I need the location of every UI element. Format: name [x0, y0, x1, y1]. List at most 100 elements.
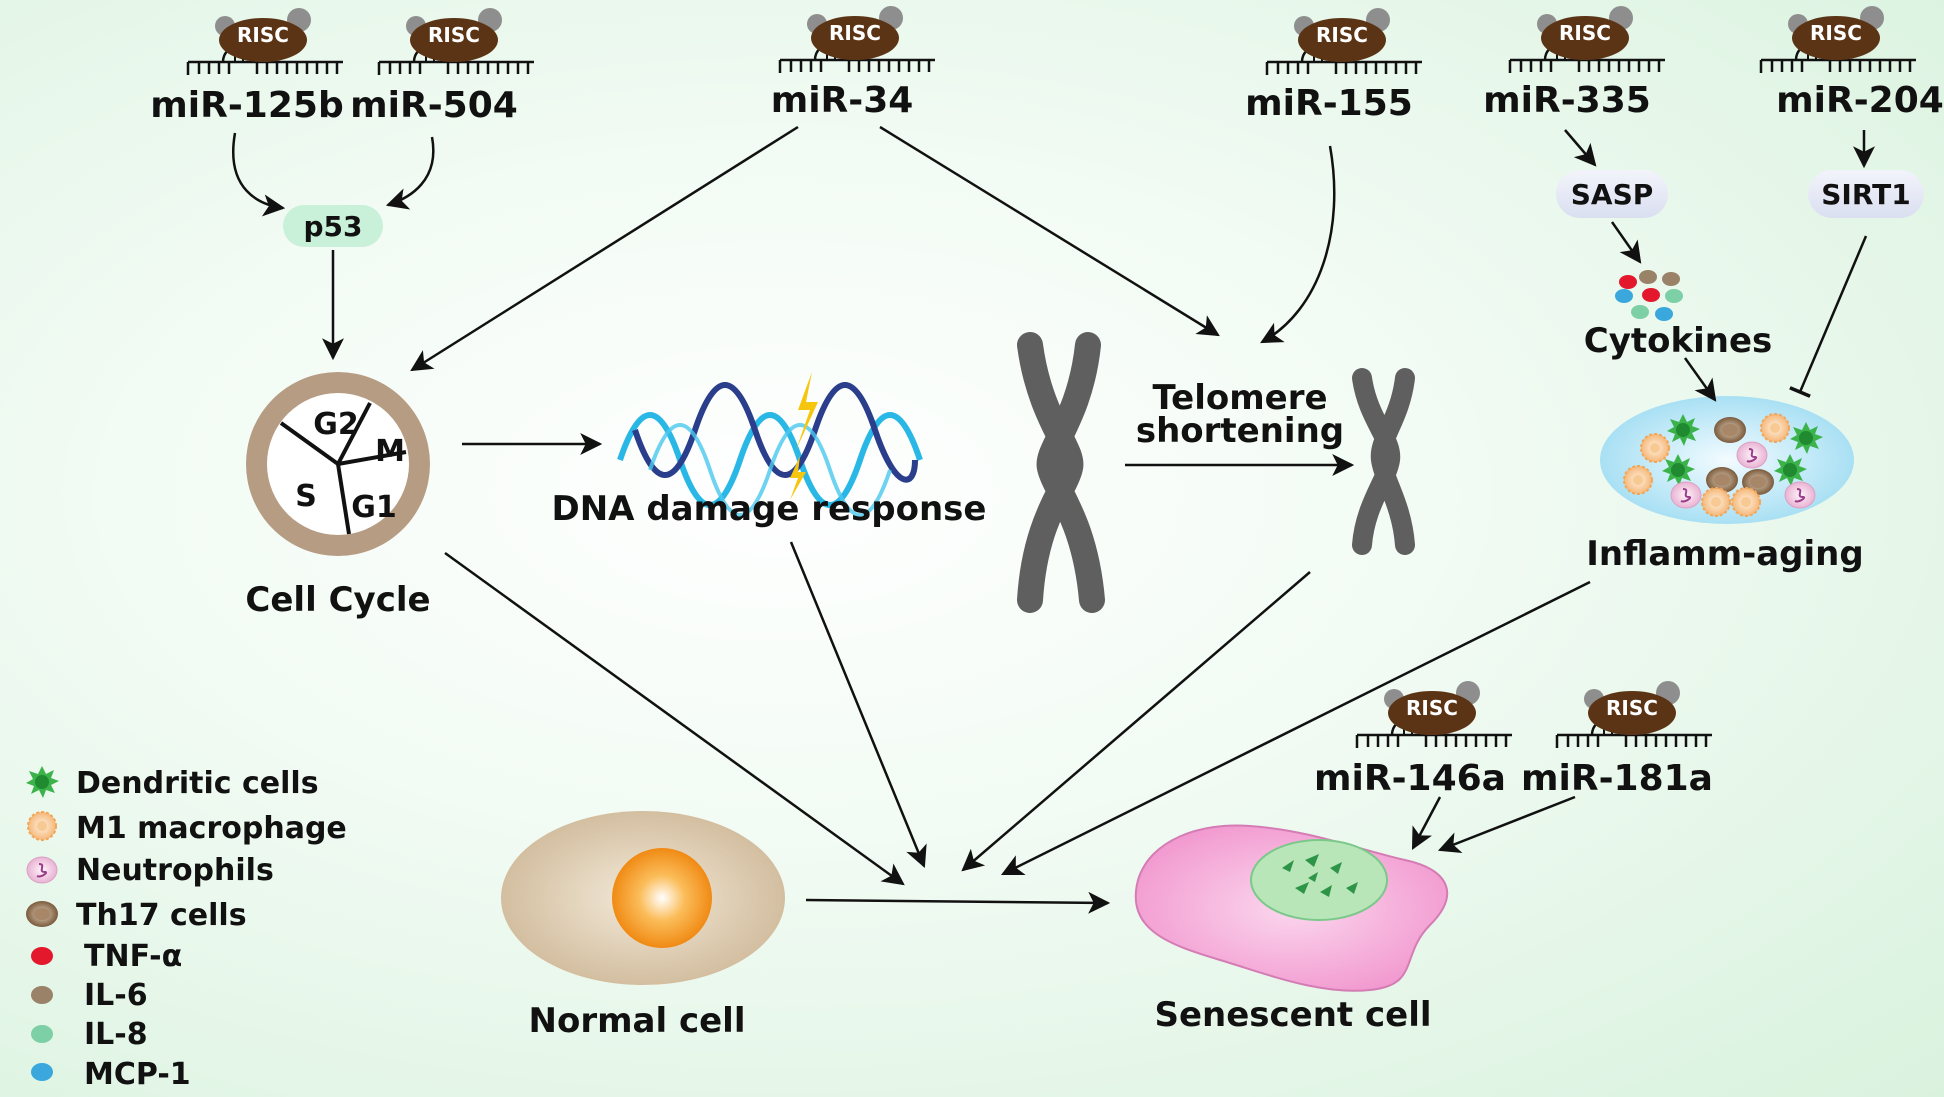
neutrophil-icon: [26, 856, 58, 884]
mirna-335-complex: RISC miR-335: [1483, 4, 1667, 121]
legend-label-th17: Th17 cells: [76, 898, 247, 933]
nucleus-icon: [612, 848, 712, 948]
legend-label-tnf: TNF-α: [84, 939, 182, 974]
neutrophil-icon: [1670, 481, 1702, 509]
macrophage-icon: [1640, 433, 1670, 463]
sasp-node: SASP: [1556, 170, 1668, 218]
arrow-telomere-senescence: [961, 571, 1311, 872]
arrow-mir181a-senescent: [1437, 795, 1576, 854]
legend-label-il6: IL-6: [84, 978, 148, 1013]
phase-s-label: S: [295, 479, 317, 514]
il8-dot-icon: [1631, 305, 1649, 319]
mirna-146a-complex: RISC miR-146a: [1314, 679, 1514, 799]
tnf-alpha-dot-icon: [1642, 288, 1660, 302]
senescent-nucleus-icon: [1250, 839, 1388, 921]
arrows: [232, 125, 1875, 914]
risc-label: RISC: [1606, 696, 1658, 720]
arrow-cellcycle-senescence: [444, 551, 905, 886]
macrophage-icon: [1760, 413, 1790, 443]
legend-label-macrophage: M1 macrophage: [76, 811, 347, 846]
sirt1-label: SIRT1: [1821, 178, 1910, 211]
dna-strand-dark: [632, 382, 918, 483]
mir34-label: miR-34: [771, 80, 914, 121]
mcp1-dot-icon: [31, 1063, 53, 1081]
il6-dot-icon: [1662, 272, 1680, 286]
chromosome-long-icon: [1017, 332, 1105, 613]
mirna-155-complex: RISC miR-155: [1245, 6, 1424, 124]
neutrophil-icon: [1736, 441, 1768, 469]
mir155-label: miR-155: [1245, 83, 1413, 124]
p53-node: p53: [283, 205, 383, 247]
risc-label: RISC: [1810, 21, 1862, 45]
normal-cell-label: Normal cell: [529, 1001, 746, 1041]
risc-label: RISC: [428, 23, 480, 47]
tnf-alpha-dot-icon: [1619, 275, 1637, 289]
inflammaging-node: Inflamm-aging: [1586, 396, 1864, 574]
macrophage-icon: [27, 811, 57, 841]
mir504-label: miR-504: [350, 85, 518, 126]
mir204-label: miR-204: [1776, 80, 1944, 121]
arrow-normal-senescent: [805, 891, 1111, 914]
arrow-mir34-telomere: [879, 125, 1220, 337]
dna-damage-node: DNA damage response: [552, 372, 986, 529]
arrow-mir146a-senescent: [1411, 796, 1442, 850]
legend-label-dendritic: Dendritic cells: [76, 766, 319, 801]
lightning-icon: [790, 456, 806, 500]
macrophage-icon: [1623, 465, 1653, 495]
mcp1-dot-icon: [1615, 289, 1633, 303]
telomere-label-line1: Telomere: [1152, 378, 1327, 418]
dna-strand-light: [617, 412, 923, 508]
mirna-504-complex: RISC miR-504: [350, 6, 536, 126]
telomere-label-line2: shortening: [1136, 411, 1344, 451]
arrow-cytokines-inflammaging: [1683, 357, 1717, 402]
mir146a-label: miR-146a: [1314, 758, 1506, 799]
inflammaging-label: Inflamm-aging: [1586, 534, 1863, 574]
arrow-inflammaging-senescence: [1001, 580, 1591, 876]
sirt1-node: SIRT1: [1808, 170, 1924, 218]
chromosome-short-icon: [1352, 368, 1415, 555]
mir125b-label: miR-125b: [150, 85, 343, 126]
dendritic-cell-icon: [26, 766, 59, 798]
phase-g1-label: G1: [351, 490, 397, 525]
arrow-mir34-cellcycle: [410, 125, 799, 372]
lightning-icon: [796, 372, 818, 450]
il6-dot-icon: [31, 986, 53, 1004]
senescent-cell-node: Senescent cell: [1134, 824, 1449, 1035]
macrophage-icon: [1731, 487, 1761, 517]
tnf-alpha-dot-icon: [31, 947, 53, 965]
mcp1-dot-icon: [1655, 307, 1673, 321]
mir335-label: miR-335: [1483, 80, 1651, 121]
th17-cell-icon: [26, 901, 58, 927]
risc-label: RISC: [1316, 23, 1368, 47]
legend: Dendritic cells M1 macrophage Neutrophil…: [26, 766, 347, 1092]
arrow-sasp-cytokines: [1610, 221, 1642, 264]
arrow-mir504-p53: [385, 136, 435, 210]
cytokines-label: Cytokines: [1584, 321, 1773, 361]
arrow-mir155-telomere: [1260, 145, 1336, 344]
legend-label-neutrophils: Neutrophils: [76, 853, 274, 888]
neutrophil-icon: [1784, 481, 1816, 509]
risc-label: RISC: [237, 23, 289, 47]
p53-label: p53: [303, 210, 362, 243]
legend-label-mcp1: MCP-1: [84, 1057, 191, 1092]
il6-dot-icon: [1639, 270, 1657, 284]
risc-label: RISC: [1406, 696, 1458, 720]
mirna-181a-complex: RISC miR-181a: [1521, 679, 1714, 799]
mir181a-label: miR-181a: [1521, 758, 1713, 799]
risc-label: RISC: [829, 21, 881, 45]
cytokines-cluster: Cytokines: [1584, 270, 1773, 361]
risc-label: RISC: [1559, 21, 1611, 45]
mirna-125b-complex: RISC miR-125b: [150, 6, 345, 126]
phase-g2-label: G2: [313, 407, 359, 442]
arrow-mir335-sasp: [1564, 129, 1597, 167]
il8-dot-icon: [1665, 289, 1683, 303]
cell-cycle-node: G2 M S G1 Cell Cycle: [245, 372, 431, 620]
arrow-mir125b-p53: [232, 132, 286, 217]
mirna-34-complex: RISC miR-34: [771, 4, 937, 121]
legend-label-il8: IL-8: [84, 1017, 148, 1052]
macrophage-icon: [1701, 487, 1731, 517]
cell-cycle-label: Cell Cycle: [245, 580, 430, 620]
sasp-label: SASP: [1571, 178, 1654, 211]
th17-cell-icon: [1714, 417, 1746, 443]
